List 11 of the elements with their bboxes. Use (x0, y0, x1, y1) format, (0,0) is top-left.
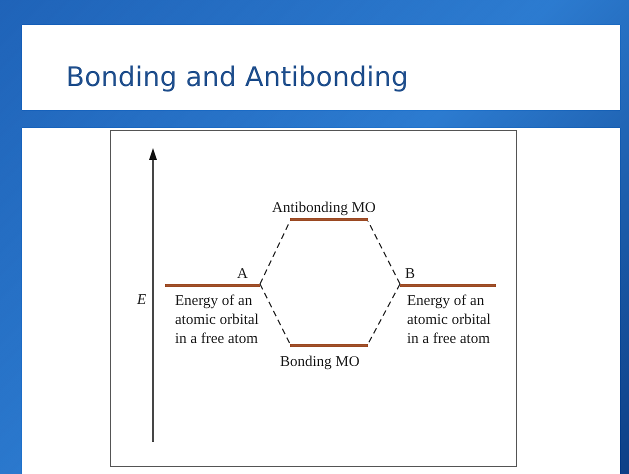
level-description: Energy of an atomic orbital in a free atom (407, 292, 492, 349)
level-label: B (405, 266, 416, 283)
dashed-line (367, 284, 401, 344)
dashed-line (367, 220, 401, 284)
level-description: Energy of an atomic orbital in a free atom (175, 292, 260, 349)
level-label: Bonding MO (280, 354, 360, 371)
dashed-line (259, 284, 291, 344)
axis-label: E (137, 292, 146, 309)
level-label: A (237, 266, 248, 283)
slide-title: Bonding and Antibonding (66, 62, 408, 93)
level-label: Antibonding MO (272, 200, 376, 217)
